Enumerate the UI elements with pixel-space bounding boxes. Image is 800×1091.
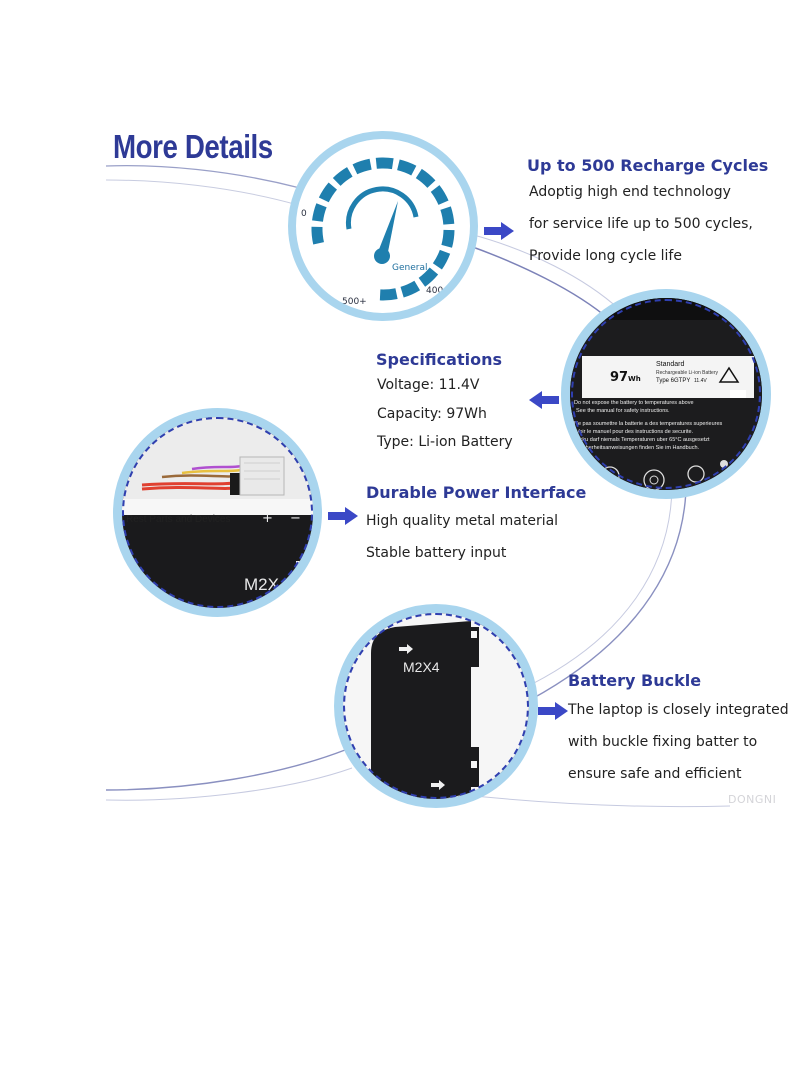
battery-capacity-unit: Wh xyxy=(628,375,641,383)
section-line-voltage: Voltage: 11.4V xyxy=(377,377,480,393)
gauge-segment xyxy=(430,185,449,206)
battery-label-line3: Type 6GTPY xyxy=(656,378,691,384)
section-line-cycles-3: Provide long cycle life xyxy=(529,248,682,264)
section-line-cycles-2: for service life up to 500 cycles, xyxy=(529,216,753,232)
gauge-segment xyxy=(311,226,324,245)
section-line-buckle-3: ensure safe and efficient xyxy=(568,766,742,782)
gauge-label-general: General xyxy=(392,263,428,273)
battery-warning-5: Akku darf niemals Temperaturen uber 65°C… xyxy=(576,437,710,443)
gauge-label-500: 500+ xyxy=(342,297,367,307)
battery-warning-2: See the manual for safety instructions. xyxy=(576,408,670,414)
arrow-left-icon xyxy=(529,391,559,409)
gauge-segment xyxy=(318,182,338,203)
gauge-segment xyxy=(440,206,455,225)
battery-capacity: 97 xyxy=(610,370,629,385)
gauge-segment xyxy=(312,203,327,222)
arrow-right-icon-interface xyxy=(328,507,358,525)
gauge-segment xyxy=(332,167,353,186)
section-heading-specifications: Specifications xyxy=(376,350,502,369)
gauge-icon xyxy=(311,157,455,301)
section-line-capacity: Capacity: 97Wh xyxy=(377,406,487,422)
watermark: DONGNI xyxy=(728,793,777,806)
battery-label-line1: Standard xyxy=(656,361,685,368)
section-heading-cycles: Up to 500 Recharge Cycles xyxy=(527,156,769,175)
gauge-segment xyxy=(415,168,436,188)
connector-screw-label: M2X xyxy=(244,575,279,594)
section-line-interface-2: Stable battery input xyxy=(366,545,507,561)
gauge-segment xyxy=(432,249,451,270)
battery-warning-4: Voir le manuel pour des instructions de … xyxy=(576,429,694,435)
connector-photo: Rest Parts and Devices + − M2X xyxy=(113,408,322,617)
gauge-segment xyxy=(396,159,417,176)
battery-warning-6: Sicherheitsanweisungen finden Sie im Han… xyxy=(578,445,700,451)
connector-minus: − xyxy=(290,511,301,526)
buckle-screw-label: M2X4 xyxy=(403,659,440,675)
gauge-label-400: 400 xyxy=(426,286,444,296)
gauge-circle: 0 General 400 500+ xyxy=(288,131,478,321)
arrow-right-icon-buckle xyxy=(538,702,568,720)
section-line-buckle-1: The laptop is closely integrated xyxy=(568,702,789,718)
section-line-type: Type: Li-ion Battery xyxy=(377,434,513,450)
battery-warning-3: Ne pas soumettre la batterie a des tempe… xyxy=(574,421,723,427)
page-title: More Details xyxy=(113,128,273,165)
gauge-segment xyxy=(375,157,394,170)
section-line-interface-1: High quality metal material xyxy=(366,513,559,529)
arrow-right-icon xyxy=(484,222,514,240)
gauge-segment xyxy=(352,158,372,175)
section-heading-interface: Durable Power Interface xyxy=(366,483,587,502)
gauge-segment xyxy=(418,267,439,287)
battery-label-voltage: 11.4V xyxy=(694,378,707,384)
section-line-buckle-2: with buckle fixing batter to xyxy=(568,734,758,750)
gauge-segment xyxy=(379,288,398,301)
battery-label-photo: 97 Wh Standard Rechargeable Li-ion Batte… xyxy=(561,289,771,499)
battery-warning-1: Do not expose the battery to temperature… xyxy=(574,400,694,406)
gauge-segment xyxy=(400,280,421,298)
battery-label-line2: Rechargeable Li-ion Battery xyxy=(656,370,718,376)
gauge-segment xyxy=(441,229,455,248)
section-heading-buckle: Battery Buckle xyxy=(568,671,702,690)
section-line-cycles-1: Adoptig high end technology xyxy=(529,184,731,200)
connector-label: Rest Parts and Devices xyxy=(126,514,231,525)
connector-plus: + xyxy=(262,511,273,526)
gauge-label-zero: 0 xyxy=(301,209,307,219)
buckle-photo: M2X4 xyxy=(334,604,538,808)
